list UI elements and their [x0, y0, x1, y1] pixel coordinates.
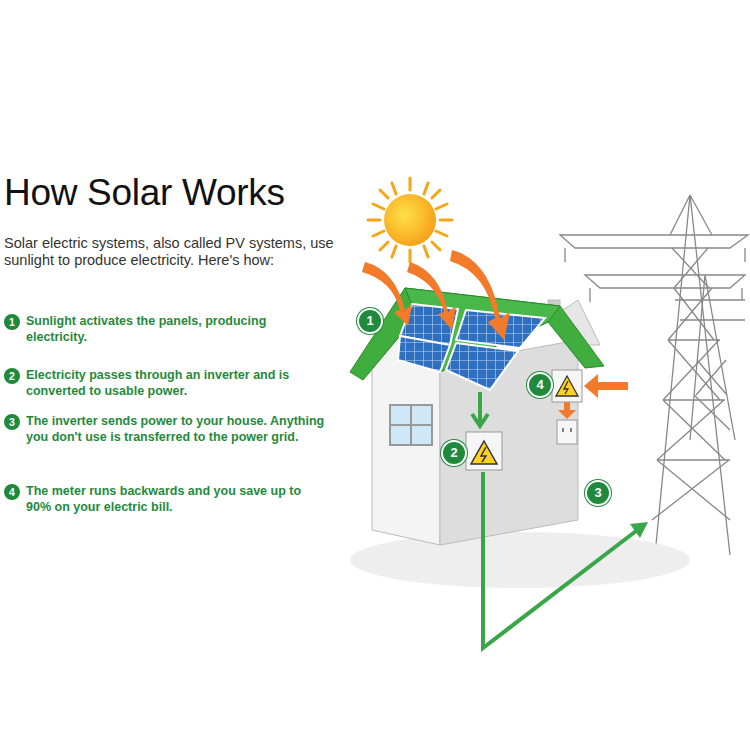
step-number: 1: [4, 314, 20, 330]
step-number: 2: [4, 368, 20, 384]
step-text: Sunlight activates the panels, producing…: [26, 314, 326, 345]
callout-number: 2: [441, 440, 467, 466]
house: [350, 288, 604, 545]
step-text: The inverter sends power to your house. …: [26, 414, 326, 445]
intro-text: Solar electric systems, also called PV s…: [4, 235, 349, 269]
step-number: 3: [4, 414, 20, 430]
grid-wire: [483, 472, 640, 648]
power-pylon: [560, 195, 748, 555]
flow-arrow: [472, 392, 488, 426]
outlet-arrow: [558, 402, 576, 419]
solar-panels: [398, 304, 545, 390]
grid-wire-head: [630, 522, 648, 538]
grid-arrow: [584, 374, 628, 398]
diagram-title: How Solar Works: [4, 172, 285, 214]
meter-box: [552, 370, 582, 444]
inverter-box: [466, 432, 502, 470]
callout-number: 4: [527, 372, 553, 398]
callout-number: 3: [585, 480, 611, 506]
step-number: 4: [4, 484, 20, 500]
sunlight-arrows: [362, 250, 510, 340]
sun: [368, 178, 452, 262]
step-text: The meter runs backwards and you save up…: [26, 484, 326, 515]
step-text: Electricity passes through an inverter a…: [26, 368, 326, 399]
callout-number: 1: [357, 308, 383, 334]
